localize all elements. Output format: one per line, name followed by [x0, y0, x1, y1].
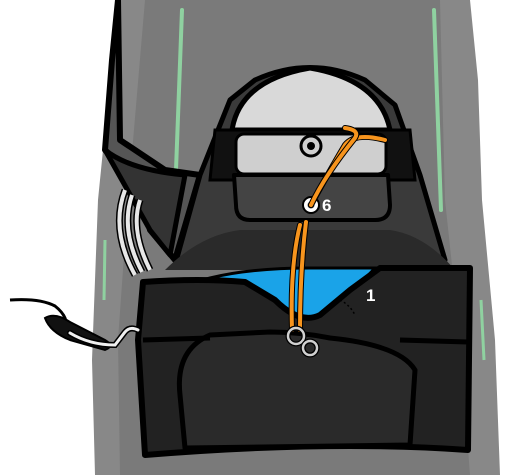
callout-6-label: 6	[322, 196, 331, 215]
callout-1-label: 1	[366, 286, 375, 305]
plate-grommet-hole	[307, 142, 315, 150]
side-pocket-line	[143, 338, 210, 340]
right-pocket-line	[400, 340, 468, 342]
bottom-inner-flap	[179, 332, 415, 448]
far-left-green-strap	[104, 240, 105, 300]
